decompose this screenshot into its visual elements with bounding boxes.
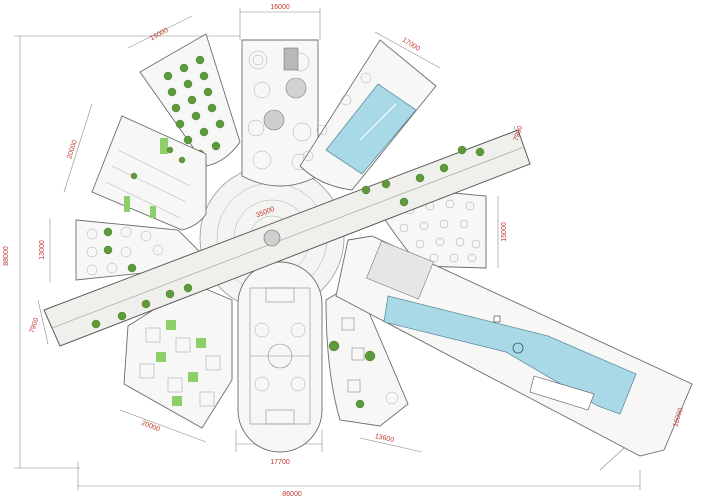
dim-bottom-left: 20000 <box>140 420 161 434</box>
petal-top-playground <box>241 39 319 187</box>
dim-bottom-center: 17700 <box>270 459 290 466</box>
dim-petal-top-right: 17000 <box>401 37 421 53</box>
dim-bridge-left: 7900 <box>29 317 41 334</box>
petal-left-upper-garden <box>91 115 207 231</box>
dim-bridge-right: 7900 <box>513 125 525 142</box>
dim-petal-top: 16000 <box>270 4 290 11</box>
petal-top-right-pool <box>299 39 437 191</box>
diagonal-bridge <box>43 129 531 347</box>
right-building-lap-pool <box>335 235 693 457</box>
dim-petal-left-upper: 20000 <box>66 139 79 160</box>
dim-total-width: 86000 <box>282 491 302 498</box>
dim-petal-top-left: 15000 <box>149 27 170 42</box>
bridge-trees <box>91 145 485 329</box>
dim-bottom-right: 13600 <box>374 433 395 444</box>
dim-petal-left-mid: 13000 <box>39 240 46 260</box>
petal-bottom-center-court <box>237 261 323 453</box>
dim-right-mid: 15000 <box>501 222 508 242</box>
petal-bottom-right-seating <box>325 281 409 427</box>
dim-total-height: 88000 <box>3 246 10 266</box>
